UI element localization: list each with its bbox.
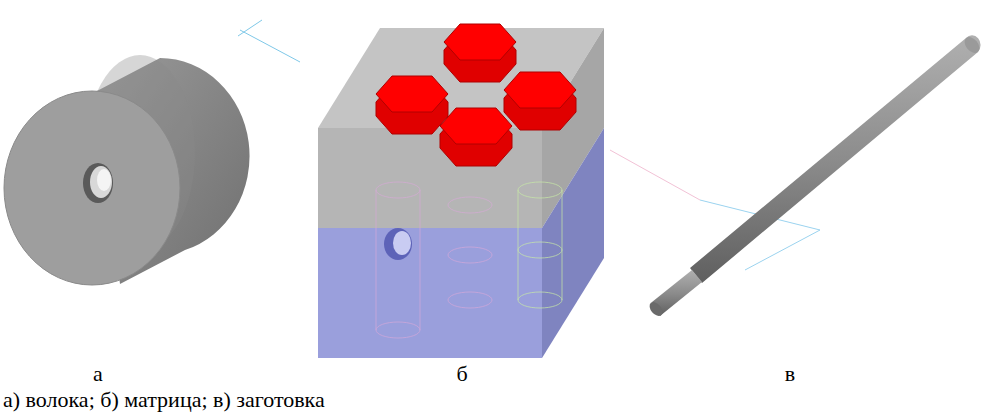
blank-drawing <box>647 34 982 318</box>
figure-caption: а) волока; б) матрица; в) заготовка <box>3 388 325 412</box>
die-drawing <box>4 55 250 285</box>
figure-letter: а <box>93 362 103 386</box>
figure-letter: б <box>456 362 467 386</box>
matrix-drawing <box>318 24 604 358</box>
figure-letter: в <box>785 362 795 386</box>
bolt-heads <box>376 24 576 166</box>
